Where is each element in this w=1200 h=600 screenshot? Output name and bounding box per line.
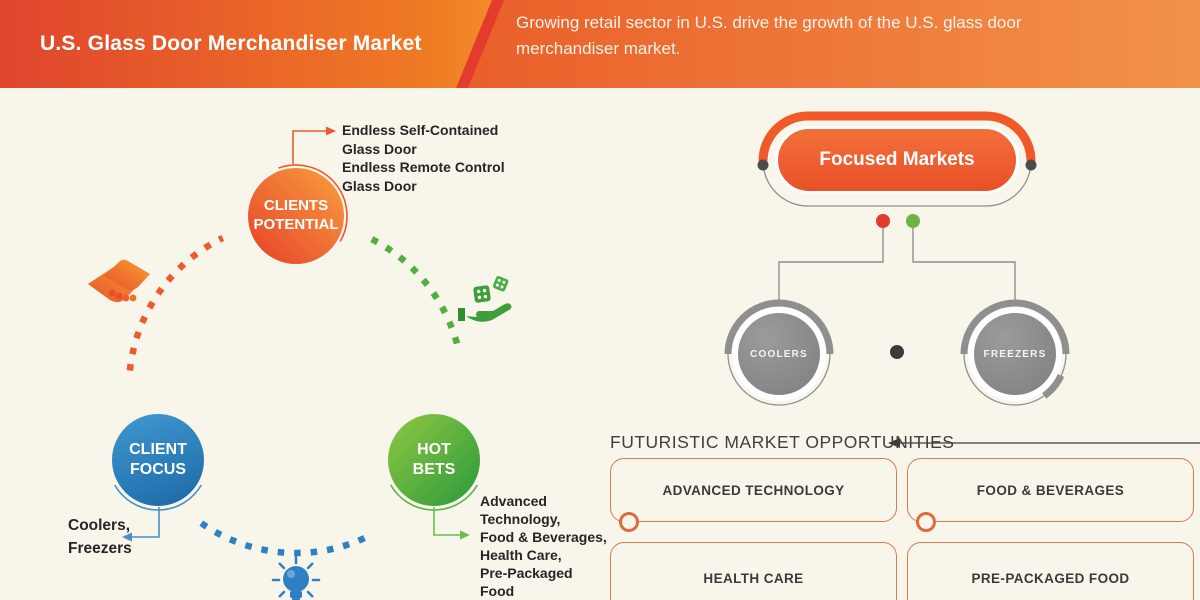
dice-hand-icon: [458, 276, 512, 322]
opportunity-box-health-care: HEALTH CARE: [610, 542, 897, 600]
opportunities-heading: FUTURISTIC MARKET OPPORTUNITIES: [610, 432, 955, 452]
green-dot: [906, 214, 920, 228]
clients-potential-annotation: Endless Self-Contained Glass Door Endles…: [342, 122, 505, 194]
ring-left-dot: [757, 159, 769, 171]
clients-potential-arrowhead: [326, 126, 336, 136]
red-dot: [876, 214, 890, 228]
header-banner: U.S. Glass Door Merchandiser Market Grow…: [0, 0, 1200, 88]
page-title: U.S. Glass Door Merchandiser Market: [40, 32, 422, 55]
page-subtitle: Growing retail sector in U.S. drive the …: [516, 13, 1022, 58]
freezers-thick-arc: [960, 299, 1070, 355]
lightbulb-icon: [271, 555, 321, 600]
node-clients-potential: CLIENTS POTENTIAL: [248, 168, 344, 264]
hot-bets-arrowhead: [460, 530, 470, 540]
opportunity-box-pre-packaged-food: PRE-PACKAGED FOOD: [907, 542, 1194, 600]
focused-markets-pill: Focused Markets: [775, 126, 1019, 194]
ring-right-dot: [1025, 159, 1037, 171]
coolers-stem-line: [778, 228, 884, 305]
box-corner-circle: [916, 512, 936, 532]
center-black-dot: [890, 345, 904, 359]
opportunity-label: HEALTH CARE: [703, 570, 804, 586]
green-dotted-arc: [370, 236, 461, 346]
opportunity-label: ADVANCED TECHNOLOGY: [662, 482, 845, 498]
client-focus-arrowhead: [122, 532, 132, 542]
freezers-bottom-arc: [1042, 373, 1065, 399]
header-right-panel: [468, 0, 1200, 88]
blue-dotted-arc: [199, 520, 375, 557]
opportunity-label: PRE-PACKAGED FOOD: [971, 570, 1130, 586]
opportunity-box-food-beverages: FOOD & BEVERAGES: [907, 458, 1194, 532]
box-corner-circle: [619, 512, 639, 532]
client-focus-connector: [132, 507, 160, 538]
opportunity-label: FOOD & BEVERAGES: [976, 482, 1125, 498]
orange-dotted-arc: [126, 234, 225, 371]
hot-bets-annotation: Advanced Technology, Food & Beverages, H…: [480, 493, 607, 599]
freezers-stem-line: [912, 228, 1016, 305]
node-client-focus: CLIENT FOCUS: [112, 414, 204, 506]
orange-node-ring: [278, 164, 348, 242]
coolers-thick-arc: [724, 299, 834, 355]
node-freezers: FREEZERS: [968, 307, 1062, 401]
handshake-icon: [88, 259, 150, 303]
blue-node-ring: [114, 484, 202, 511]
clients-potential-connector: [292, 130, 326, 164]
opportunities-arrowhead: [888, 438, 900, 448]
hot-bets-connector: [433, 507, 460, 536]
client-focus-annotation: Coolers, Freezers: [68, 517, 132, 557]
opportunity-box-advanced-technology: ADVANCED TECHNOLOGY: [610, 458, 897, 532]
node-coolers: COOLERS: [732, 307, 826, 401]
node-hot-bets: HOT BETS: [388, 414, 480, 506]
focused-markets-orange-arc: [758, 111, 1036, 162]
